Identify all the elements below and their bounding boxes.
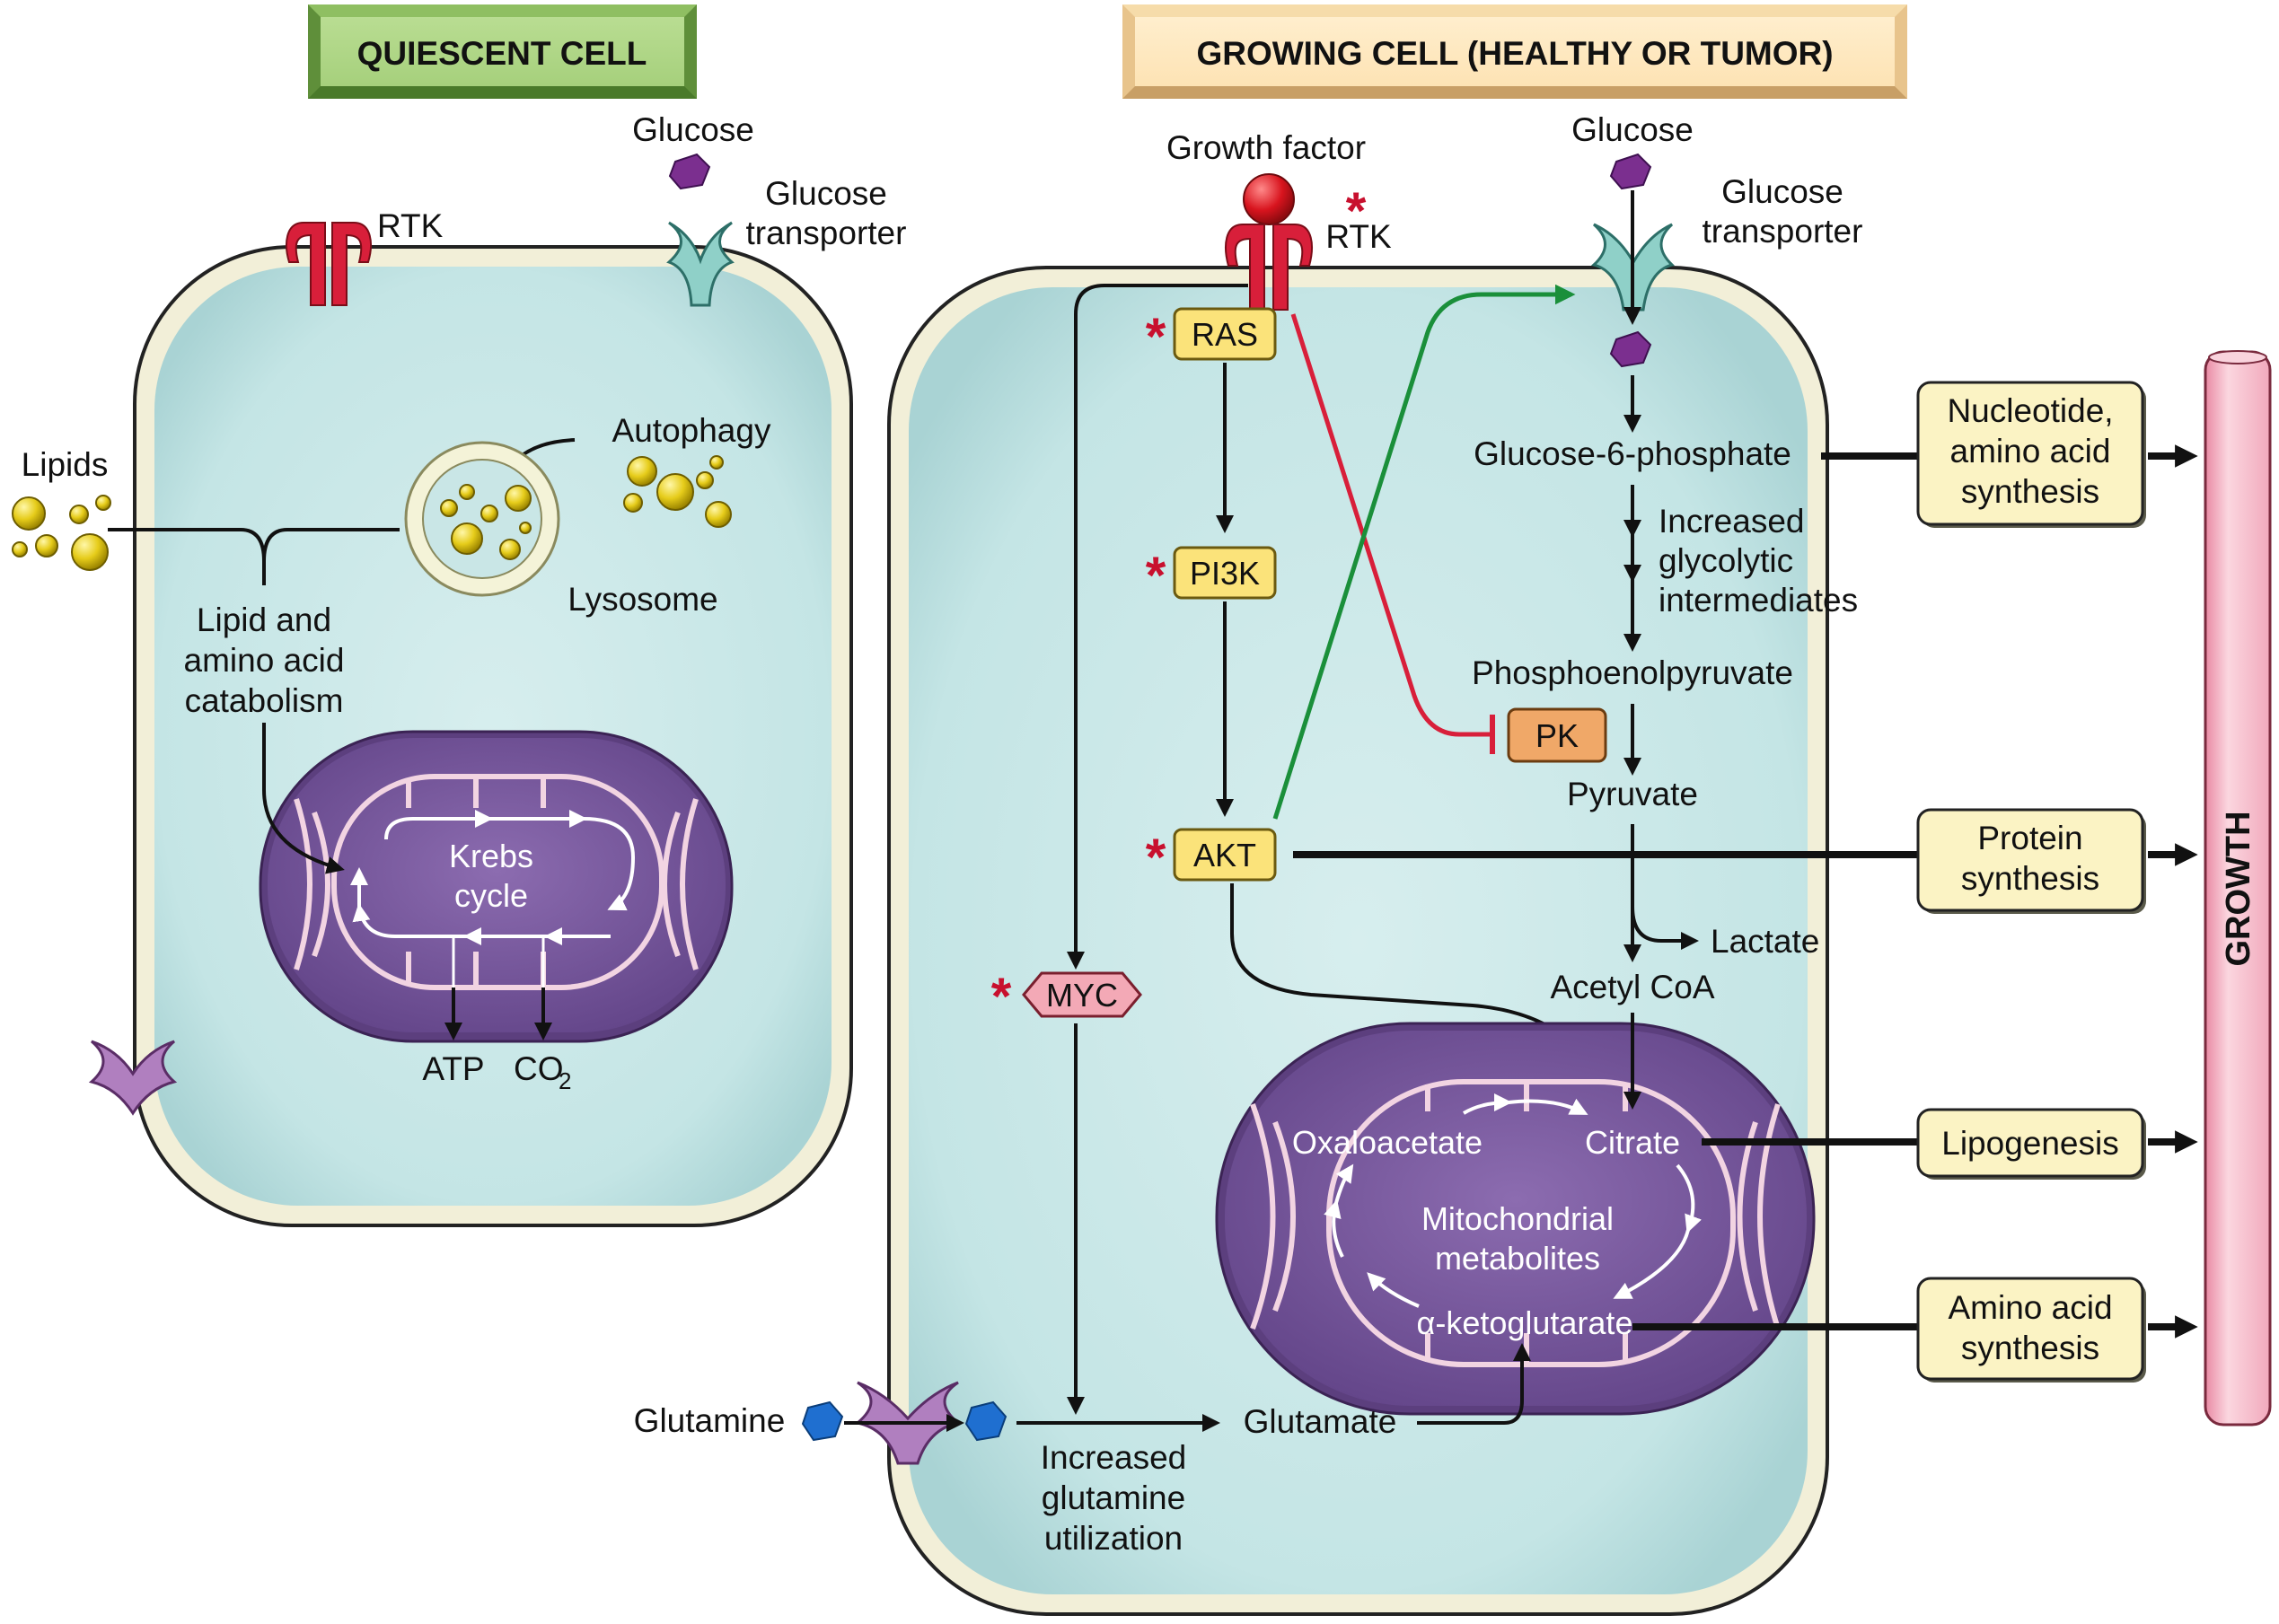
nucleotide-synthesis-box: Nucleotide, amino acid synthesis	[1916, 381, 2146, 528]
glucose-transporter-label-growing-1: Glucose	[1721, 173, 1843, 210]
myc-node: MYC	[1022, 971, 1142, 1018]
glucose-label-growing: Glucose	[1571, 111, 1694, 148]
glutamine-use-label-1: Increased	[1041, 1439, 1187, 1476]
g6p-label: Glucose-6-phosphate	[1474, 435, 1791, 472]
glucose-transporter-label-quiescent-2: transporter	[746, 215, 907, 251]
metabolites-label-1: Mitochondrial	[1421, 1200, 1614, 1237]
glucose-transporter-label-growing-2: transporter	[1703, 213, 1863, 250]
lipids-label: Lipids	[22, 446, 109, 483]
glutamate-label: Glutamate	[1244, 1403, 1397, 1440]
rtk-receptor-quiescent	[286, 222, 372, 306]
pk-node: PK	[1507, 707, 1607, 763]
amino-label-1: Amino acid	[1948, 1289, 2112, 1326]
rtk-mutation-star: *	[1346, 182, 1367, 241]
glutamine-molecule-intracellular-icon	[964, 1400, 1008, 1442]
ras-label: RAS	[1192, 316, 1258, 353]
krebs-label-2: cycle	[454, 877, 528, 914]
glutamine-use-label-3: utilization	[1044, 1520, 1183, 1557]
rtk-label-growing: RTK	[1325, 218, 1392, 255]
protein-label-1: Protein	[1977, 820, 2082, 856]
header-quiescent-label: QUIESCENT CELL	[357, 35, 647, 72]
rtk-label-quiescent: RTK	[377, 207, 444, 244]
akt-label: AKT	[1193, 837, 1256, 873]
catabolism-label-1: Lipid and	[197, 601, 331, 638]
glutamine-label: Glutamine	[634, 1402, 786, 1439]
glucose-molecule-icon	[668, 153, 711, 190]
metabolites-label-2: metabolites	[1435, 1240, 1600, 1277]
pi3k-node: PI3K	[1173, 546, 1277, 600]
lipogenesis-label: Lipogenesis	[1941, 1125, 2118, 1162]
acetyl-coa-label: Acetyl CoA	[1550, 969, 1714, 1005]
amino-acid-synthesis-box: Amino acid synthesis	[1916, 1277, 2146, 1383]
tca-cycle-arrows	[1324, 1093, 1702, 1308]
rtk-receptor-growing	[1225, 224, 1313, 311]
pi3k-label: PI3K	[1190, 555, 1260, 592]
header-growing: GROWING CELL (HEALTHY OR TUMOR)	[1122, 4, 1907, 99]
pyruvate-label: Pyruvate	[1567, 776, 1698, 812]
nucleotide-label-3: synthesis	[1961, 473, 2099, 510]
akt-activates-transporter-line	[1272, 284, 1576, 820]
pi3k-mutation-star: *	[1146, 547, 1166, 605]
growth-label: GROWTH	[2220, 811, 2257, 966]
pep-label: Phosphoenolpyruvate	[1472, 654, 1793, 691]
lipid-droplets-icon	[12, 495, 111, 571]
lipogenesis-box: Lipogenesis	[1916, 1108, 2146, 1180]
growth-factor-label: Growth factor	[1166, 129, 1366, 166]
intermediates-label-1: Increased	[1659, 503, 1805, 540]
lipid-autophagy-merge-lines	[108, 528, 400, 585]
mitochondrion-growing	[1215, 1022, 1816, 1416]
lysosome-icon	[404, 441, 560, 597]
akt-node: AKT	[1173, 828, 1277, 882]
glutamine-transporter-icon-quiescent	[88, 1040, 178, 1116]
co2-label: CO	[514, 1050, 564, 1087]
mitochondrion-quiescent	[259, 730, 734, 1043]
krebs-label-1: Krebs	[449, 838, 533, 874]
ras-inhibits-pk-line	[1290, 313, 1492, 737]
glutamine-molecule-icon	[801, 1400, 844, 1442]
glutamine-use-label-2: glutamine	[1042, 1479, 1185, 1516]
lactate-label: Lactate	[1711, 923, 1819, 960]
glucose-molecule-growing-icon	[1609, 153, 1652, 190]
co2-subscript: 2	[559, 1067, 571, 1094]
autophagy-droplets-icon	[623, 455, 732, 528]
ras-mutation-star: *	[1146, 308, 1166, 366]
amino-label-2: synthesis	[1961, 1330, 2099, 1366]
myc-label: MYC	[1046, 977, 1118, 1014]
output-arrows	[1293, 444, 2198, 1339]
nucleotide-label-2: amino acid	[1950, 433, 2111, 470]
akg-label: α-ketoglutarate	[1417, 1304, 1633, 1341]
header-quiescent: QUIESCENT CELL	[308, 4, 697, 99]
oxaloacetate-label: Oxaloacetate	[1292, 1124, 1483, 1161]
header-growing-label: GROWING CELL (HEALTHY OR TUMOR)	[1196, 35, 1833, 72]
growth-bar: GROWTH	[2204, 350, 2272, 1426]
glucose-transporter-label-quiescent-1: Glucose	[765, 175, 887, 212]
citrate-label: Citrate	[1585, 1124, 1680, 1161]
growth-factor-icon	[1243, 173, 1295, 225]
protein-synthesis-box: Protein synthesis	[1916, 808, 2146, 914]
ras-node: RAS	[1173, 307, 1277, 361]
protein-label-2: synthesis	[1961, 860, 2099, 897]
glucose-label-quiescent: Glucose	[632, 111, 754, 148]
autophagy-label: Autophagy	[612, 412, 771, 449]
akt-mutation-star: *	[1146, 829, 1166, 887]
catabolism-label-2: amino acid	[184, 642, 345, 679]
glucose-molecule-intracellular-icon	[1609, 330, 1652, 368]
intermediates-label-3: intermediates	[1659, 582, 1858, 619]
krebs-cycle-arrows	[350, 810, 636, 945]
pk-label: PK	[1535, 717, 1579, 754]
catabolism-label-3: catabolism	[185, 682, 344, 719]
lysosome-label: Lysosome	[568, 581, 717, 618]
glucose-transporter-icon-quiescent	[666, 221, 735, 307]
myc-mutation-star: *	[991, 968, 1012, 1026]
atp-label: ATP	[422, 1050, 484, 1087]
nucleotide-label-1: Nucleotide,	[1947, 392, 2113, 429]
intermediates-label-2: glycolytic	[1659, 542, 1793, 579]
